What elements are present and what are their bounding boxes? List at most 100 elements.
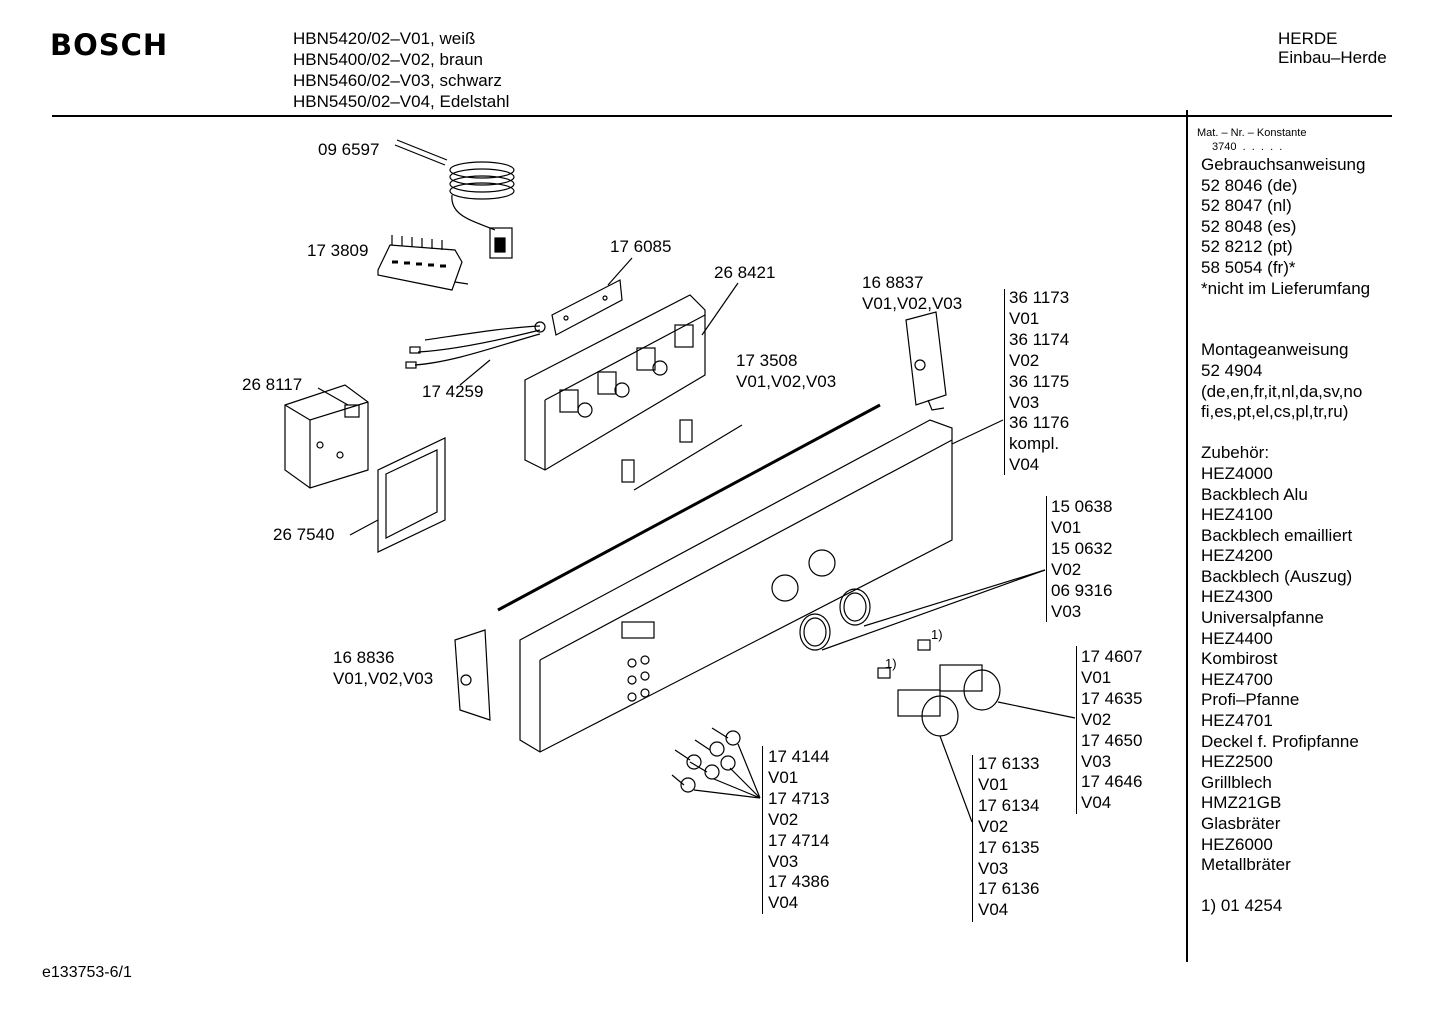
model-line: HBN5460/02–V03, schwarz [293,71,502,90]
sidebar-line: (de,en,fr,it,nl,da,sv,no [1201,381,1363,401]
sidebar-line [1201,423,1370,444]
sidebar-divider [1186,110,1188,962]
variant-line: V02 [1081,709,1112,729]
sidebar-line: Grillblech [1201,772,1272,792]
variant-line: V01 [978,774,1009,794]
sidebar-line: 1) 01 4254 [1201,896,1283,916]
bracket-part [551,257,633,336]
variant-line: 15 0632 [1051,538,1113,558]
part-label-group: 16 8837 V01,V02,V03 [862,272,962,314]
sidebar-line: HEZ4700 [1201,669,1273,689]
variant-line: 17 6135 [978,837,1040,857]
sidebar-line [1201,299,1370,320]
model-list: HBN5420/02–V01, weiß HBN5400/02–V02, bra… [293,28,509,112]
clip-part [621,419,743,491]
variant-line: 36 1176 [1009,413,1070,433]
category: HERDE Einbau–Herde [1278,29,1387,67]
variant-line: V02 [1051,559,1082,579]
sidebar-line: Zubehör: [1201,443,1270,463]
sidebar-line: Backblech emailliert [1201,525,1353,545]
relay-part [284,384,369,489]
variant-line: V02 [1009,350,1040,370]
category-title: HERDE [1278,29,1338,48]
variant-line: V01 [1009,308,1040,328]
variant-line: 17 4635 [1081,688,1143,708]
part-label: 26 7540 [273,525,335,544]
variant-line: V03 [1051,601,1082,621]
sidebar-line: HEZ4100 [1201,505,1273,525]
part-label: 16 8836 [333,648,395,667]
model-line: HBN5450/02–V04, Edelstahl [293,92,510,111]
model-line: HBN5420/02–V01, weiß [293,29,476,48]
brand-logo: BOSCH [50,28,169,62]
sidebar-line: HEZ4400 [1201,628,1273,648]
left-bracket-part [454,629,491,721]
frame-part [349,437,446,553]
variant-line: 17 4714 [768,830,830,850]
part-label: 17 3809 [307,241,369,260]
group-bar [972,755,973,922]
sidebar-line: 52 8046 (de) [1201,175,1298,195]
exploded-parts-drawing [284,139,1076,823]
mat-title: Mat. – Nr. – Konstante [1197,127,1307,139]
part-label: V01,V02,V03 [736,372,837,391]
sidebar-line: Glasbräter [1201,814,1281,833]
part-label: V01,V02,V03 [333,669,434,688]
footnote-marker: 1) [885,656,897,671]
variant-line: 36 1175 [1009,371,1070,391]
control-panel-fascia [519,419,1004,753]
sidebar-line: HEZ6000 [1201,834,1273,854]
variant-line: 17 4646 [1081,772,1143,792]
variant-line: V03 [768,851,799,871]
part-label: 09 6597 [318,140,380,159]
sidebar-line: HMZ21GB [1201,793,1282,813]
part-label: V01,V02,V03 [862,294,963,313]
group-bar [1046,496,1047,622]
sidebar-line: Backblech Alu [1201,484,1308,504]
variant-line: V02 [768,809,799,829]
variant-line: 06 9316 [1051,580,1113,600]
sidebar-line: 58 5054 (fr)* [1201,257,1296,277]
variant-line: 15 0638 [1051,497,1113,516]
sidebar-line: Deckel f. Profipfanne [1201,731,1359,751]
group-bar [1076,646,1077,814]
sidebar-line: HEZ2500 [1201,752,1273,772]
part-label: 17 3508 [736,351,798,370]
sidebar-line: Metallbräter [1201,855,1291,875]
variant-line: V04 [1081,793,1112,813]
sidebar-line: 52 8212 (pt) [1201,237,1293,257]
sidebar-line: *nicht im Lieferumfang [1201,278,1371,298]
thermostat-part [394,139,515,259]
terminal-block-part [377,235,469,291]
sidebar-line: HEZ4200 [1201,546,1273,566]
side-bracket-part [905,311,947,411]
sidebar-line: HEZ4300 [1201,587,1273,607]
sidebar-line [1201,320,1370,341]
sidebar-line: Profi–Pfanne [1201,690,1300,710]
sidebar-line: fi,es,pt,el,cs,pl,tr,ru) [1201,402,1349,422]
part-label: 26 8421 [714,263,776,282]
part-label: 26 8117 [242,375,303,394]
variant-line: V04 [978,900,1009,920]
header-divider [52,115,1392,117]
variant-line: 17 6133 [978,754,1040,773]
model-line: HBN5400/02–V02, braun [293,50,483,69]
sidebar-line: Montageanweisung [1201,340,1349,360]
mat-value: 3740 . . . . . [1212,141,1283,153]
ring-part [799,569,1046,651]
variant-line: 17 4713 [768,788,830,808]
sidebar-line: Kombirost [1201,649,1278,669]
variant-line: V03 [978,858,1009,878]
part-label-group: 17 3508 V01,V02,V03 [736,350,836,392]
sidebar-line: HEZ4701 [1201,711,1273,731]
sidebar-line: 52 8047 (nl) [1201,196,1292,216]
sidebar-line: 52 4904 [1201,360,1263,380]
variant-line: V01 [1051,517,1082,537]
category-subtitle: Einbau–Herde [1278,48,1387,67]
